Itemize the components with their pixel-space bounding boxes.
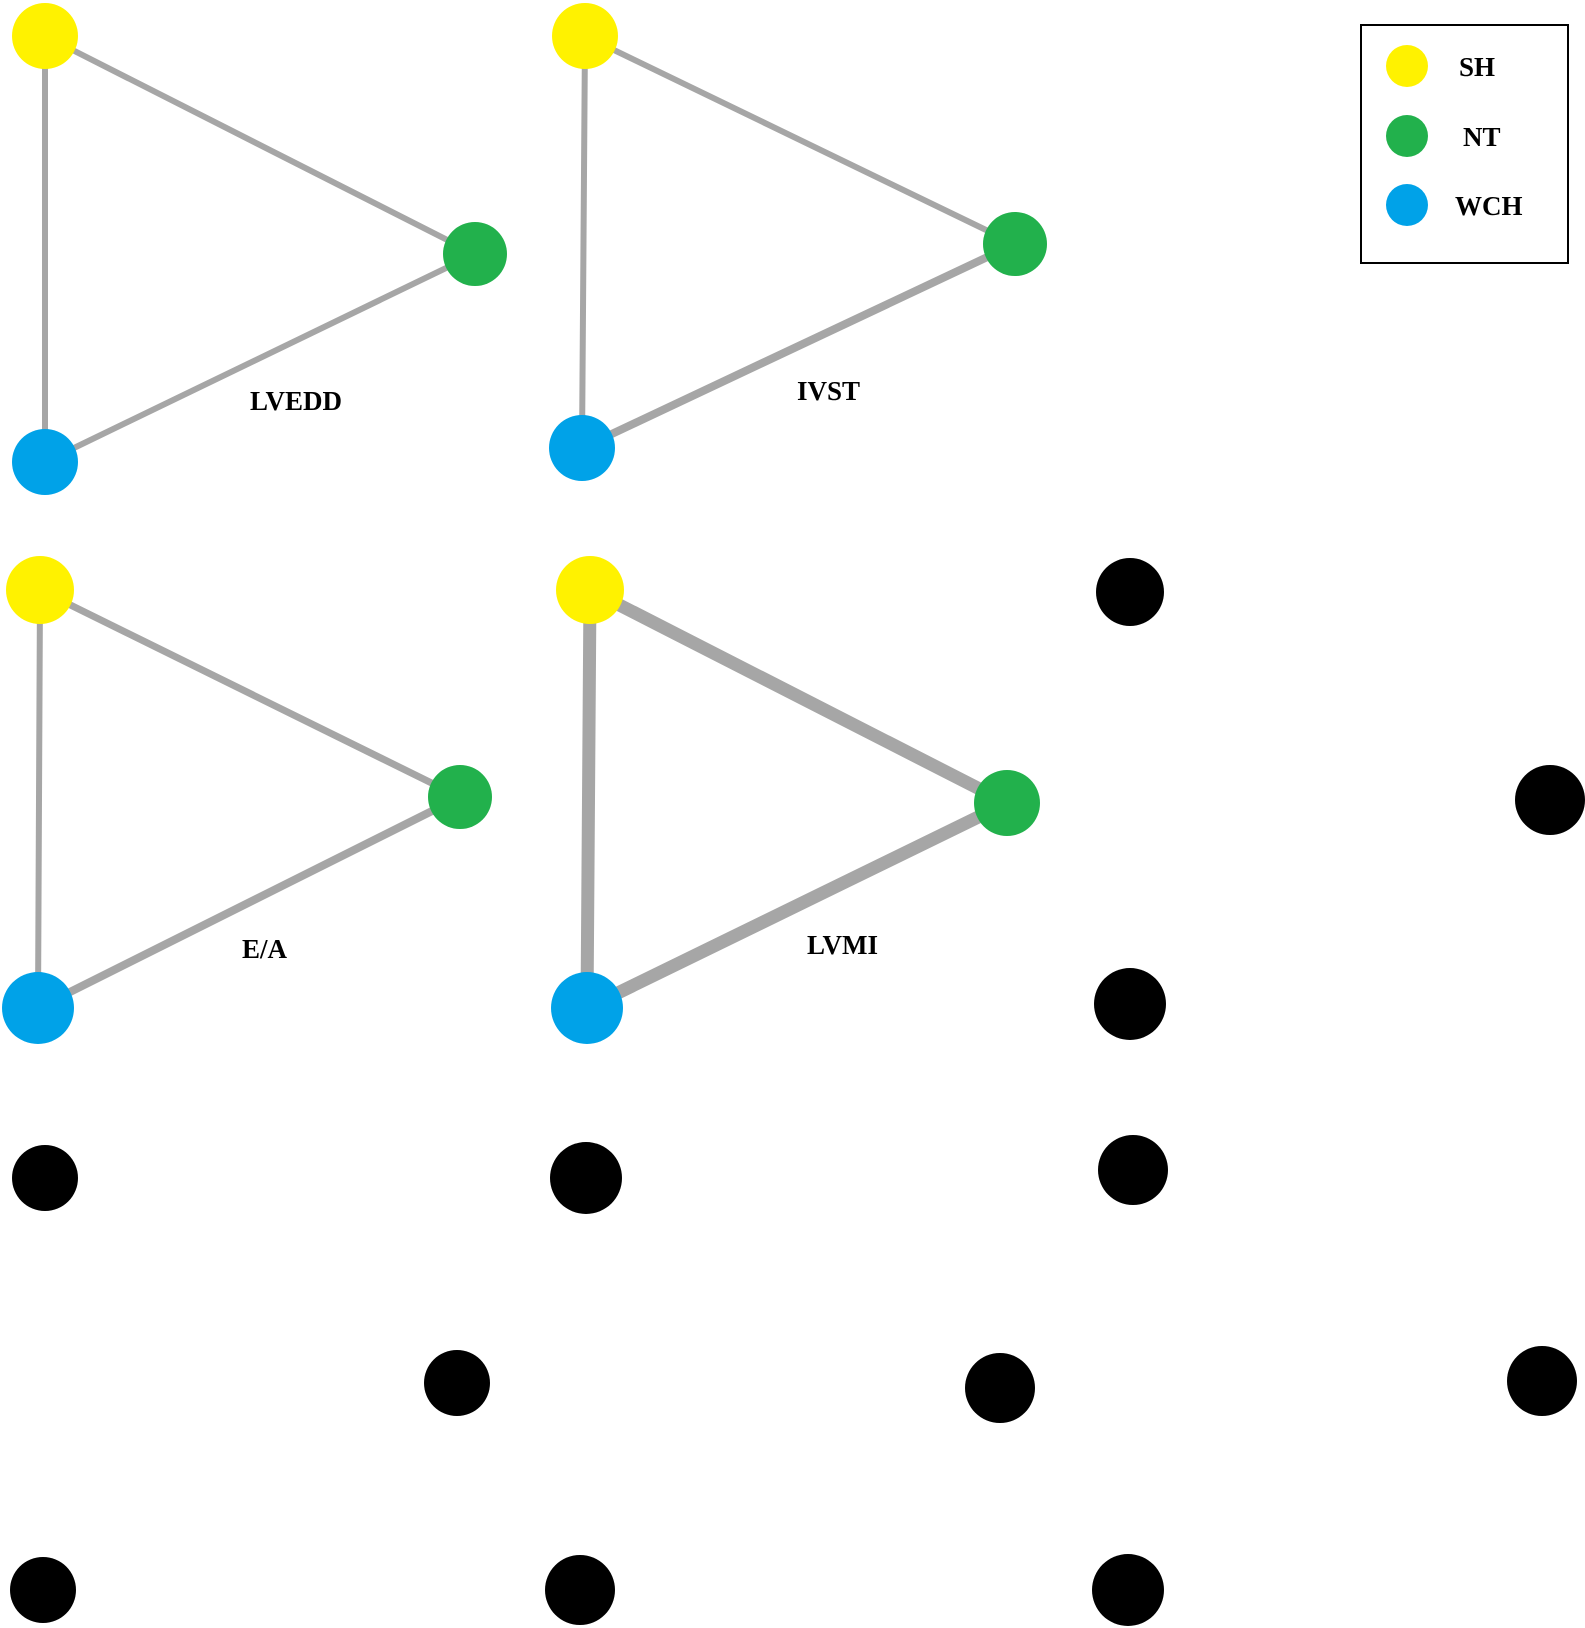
edge-sh-wch [35,587,43,1011]
legend-item-wch: WCH [1386,184,1523,226]
panel-label: IVST [797,376,860,406]
node-sh [12,1145,78,1211]
legend-swatch [1386,115,1428,157]
node-sh [1096,558,1164,626]
edge-sh-wch [580,583,597,1015]
node-nt [443,222,507,286]
edge-nt-wch [580,796,1014,1015]
node-sh [552,3,618,69]
node-wch [1094,968,1166,1040]
panel-6 [10,1145,490,1623]
node-sh [550,1142,622,1214]
node-nt [424,1350,490,1416]
legend-label: NT [1463,122,1501,152]
panel-label: LVEDD [250,386,342,416]
panel-1: LVEDD [12,3,507,495]
legend: SH NT WCH [1360,24,1569,264]
edge-sh-wch [1128,1170,1133,1590]
legend-label: WCH [1455,191,1523,221]
edge-sh-nt [42,33,478,257]
node-nt [1515,765,1585,835]
edge-sh-nt [582,33,1018,247]
node-nt [974,770,1040,836]
node-sh [556,556,624,624]
node-nt [983,212,1047,276]
node-sh [12,3,78,69]
edge-sh-nt [583,583,1014,810]
panel-4: LVMI [551,556,1040,1044]
node-wch [10,1557,76,1623]
legend-item-nt: NT [1386,115,1501,157]
node-wch [12,429,78,495]
edge-nt-wch [43,1383,457,1590]
edge-sh-nt [1133,1170,1542,1381]
node-wch [545,1555,615,1625]
edge-sh-wch [580,1178,586,1590]
edge-nt-wch [580,1388,1000,1590]
edge-nt-wch [1130,800,1550,1004]
edge-nt-wch [42,251,478,465]
edge-nt-wch [34,793,464,1012]
legend-swatch [1386,45,1428,87]
legend-swatch [1386,184,1428,226]
panel-label: LVMI [807,930,878,960]
edge-sh-nt [36,586,464,801]
panel-2: IVST [549,3,1047,481]
edge-sh-nt [586,1178,1000,1388]
edge-nt-wch [1128,1381,1542,1590]
legend-label: SH [1459,52,1495,82]
node-sh [1098,1135,1168,1205]
node-wch [551,972,623,1044]
node-wch [2,972,74,1044]
node-nt [965,1353,1035,1423]
node-sh [6,556,74,624]
panel-5 [1094,558,1585,1040]
edge-sh-nt [45,1178,457,1383]
edge-sh-nt [1130,592,1550,800]
node-wch [1092,1554,1164,1626]
legend-item-sh: SH [1386,45,1495,87]
node-nt [428,765,492,829]
panel-7 [545,1142,1035,1625]
panel-label: E/A [242,934,288,964]
panel-8 [1092,1135,1577,1626]
edge-sh-wch [43,1178,45,1590]
node-nt [1507,1346,1577,1416]
edge-nt-wch [578,240,1019,452]
node-wch [549,415,615,481]
panel-3: E/A [2,556,492,1044]
edge-sh-wch [579,33,588,451]
